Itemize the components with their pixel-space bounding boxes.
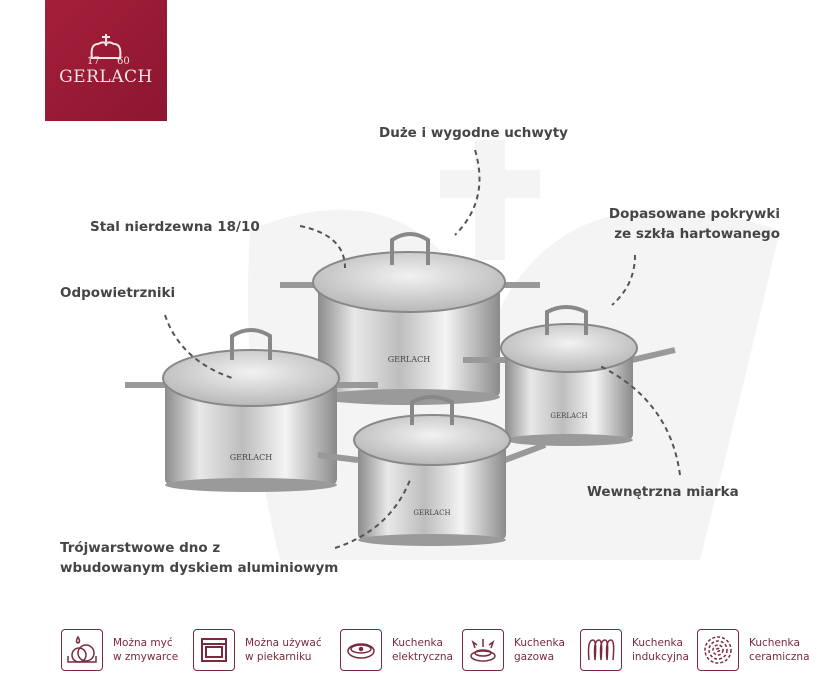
svg-text:GERLACH: GERLACH xyxy=(388,355,430,364)
callout-arrows xyxy=(164,149,681,549)
callout-base: Trójwarstwowe dno z wbudowanym dyskiem a… xyxy=(60,538,338,578)
small-pot-front: GERLACH xyxy=(317,395,547,546)
dishwasher-icon xyxy=(61,629,103,671)
feature-dishwasher: Można myć w zmywarce xyxy=(61,629,178,671)
feature-label: w piekarniku xyxy=(245,651,312,663)
feature-label: Można używać xyxy=(245,637,322,649)
feature-gas: Kuchenka gazowa xyxy=(462,629,565,671)
feature-label: Kuchenka xyxy=(392,637,443,649)
feature-electric: Kuchenka elektryczna xyxy=(340,629,453,671)
callout-lids: Dopasowane pokrywki ze szkła hartowanego xyxy=(609,204,780,244)
crown-icon: 17 60 GERLACH xyxy=(59,34,153,87)
stock-pot: GERLACH xyxy=(280,232,540,405)
callout-lids-line1: Dopasowane pokrywki xyxy=(608,206,780,222)
svg-text:GERLACH: GERLACH xyxy=(550,412,587,420)
large-pot: GERLACH xyxy=(125,328,378,492)
callout-steel: Stal nierdzewna 18/10 xyxy=(90,219,260,235)
induction-hob-icon xyxy=(580,629,622,671)
svg-text:GERLACH: GERLACH xyxy=(230,453,272,462)
callout-handles: Duże i wygodne uchwyty xyxy=(379,125,568,141)
gas-hob-icon xyxy=(462,629,504,671)
feature-label: Można myć xyxy=(113,637,173,649)
gerlach-logo[interactable]: 17 60 GERLACH xyxy=(45,0,167,121)
electric-hob-icon xyxy=(340,629,382,671)
feature-label: elektryczna xyxy=(392,651,453,663)
callout-lids-line2: ze szkła hartowanego xyxy=(614,226,780,242)
svg-text:GERLACH: GERLACH xyxy=(413,509,450,517)
feature-label: Kuchenka xyxy=(514,637,565,649)
feature-label: gazowa xyxy=(514,651,555,663)
callout-measure: Wewnętrzna miarka xyxy=(587,484,739,500)
feature-label: Kuchenka xyxy=(749,637,800,649)
oven-icon xyxy=(193,629,235,671)
feature-label: indukcyjna xyxy=(632,651,689,663)
feature-ceramic: Kuchenka ceramiczna xyxy=(697,629,810,671)
callout-vents: Odpowietrzniki xyxy=(60,285,176,301)
ceramic-hob-icon xyxy=(697,629,739,671)
feature-oven: Można używać w piekarniku xyxy=(193,629,322,671)
product-illustration: GERLACH GERLACH GERLACH GERLACH xyxy=(125,140,780,561)
feature-label: ceramiczna xyxy=(749,651,810,663)
svg-text:60: 60 xyxy=(117,56,130,67)
feature-label: w zmywarce xyxy=(113,651,179,663)
small-pot-right: GERLACH xyxy=(463,305,676,446)
feature-induction: Kuchenka indukcyjna xyxy=(580,629,689,671)
svg-text:GERLACH: GERLACH xyxy=(59,67,153,87)
callout-base-line1: Trójwarstwowe dno z xyxy=(60,540,221,556)
svg-text:17: 17 xyxy=(87,56,100,67)
feature-label: Kuchenka xyxy=(632,637,683,649)
callout-base-line2: wbudowanym dyskiem aluminiowym xyxy=(60,560,339,576)
